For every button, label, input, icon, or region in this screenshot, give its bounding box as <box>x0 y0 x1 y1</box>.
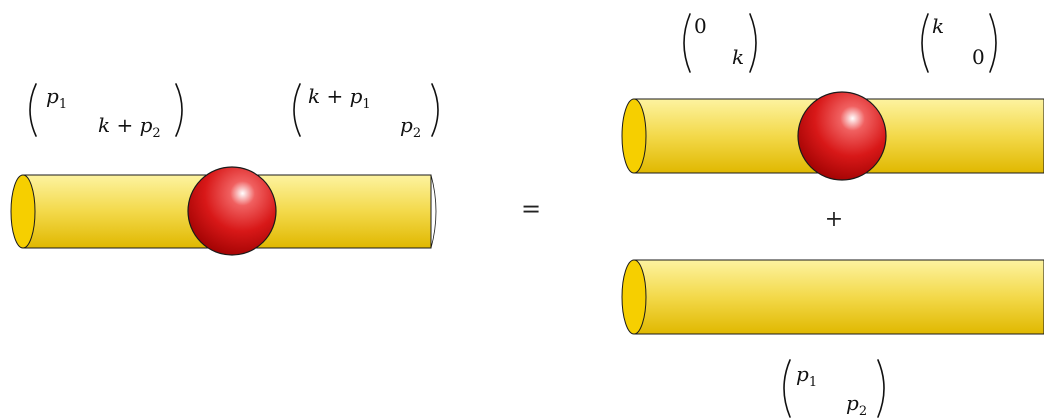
vector-bottom-entry: p <box>846 391 859 415</box>
svg-text:p1: p1 <box>796 362 817 390</box>
svg-text:k + p1: k + p1 <box>308 84 371 112</box>
right-bottom-tube-end-cap <box>621 259 647 335</box>
vector-top-entry: 0 <box>694 14 707 38</box>
right-bottom-tube <box>621 259 1044 335</box>
svg-text:p1: p1 <box>46 84 67 112</box>
left-tube-end-cap <box>10 174 36 249</box>
right-diagram: 0 k k 0 + p1 p2 <box>621 13 1044 419</box>
right-top-vertex-sphere <box>797 91 887 181</box>
right-bottom-momentum-vector: p1 p2 <box>783 359 885 419</box>
vector-bottom-entry: k <box>732 45 744 69</box>
vector-top-entry: p <box>796 362 809 386</box>
svg-text:p2: p2 <box>400 113 421 141</box>
vector-top-entry: p <box>46 84 59 108</box>
vector-top-entry: k <box>932 14 944 38</box>
svg-text:k + p2: k + p2 <box>98 113 161 141</box>
left-vertex-sphere <box>187 166 277 256</box>
vector-bottom-entry: 0 <box>972 45 985 69</box>
svg-text:p2: p2 <box>846 391 867 419</box>
left-incoming-momentum-vector: p1 k + p2 <box>29 83 183 141</box>
plus-sign: + <box>825 207 843 232</box>
left-outgoing-momentum-vector: k + p1 p2 <box>293 83 439 141</box>
right-top-left-momentum-vector: 0 k <box>683 13 757 73</box>
left-diagram: p1 k + p2 k + p1 p2 <box>10 83 439 256</box>
right-top-tube-end-cap <box>621 98 647 174</box>
vector-bottom-entry: k + <box>98 113 140 137</box>
equals-sign: = <box>521 195 541 223</box>
vector-bottom-entry: p <box>400 113 413 137</box>
vector-top-entry: k + <box>308 84 350 108</box>
right-top-right-momentum-vector: k 0 <box>921 13 997 73</box>
